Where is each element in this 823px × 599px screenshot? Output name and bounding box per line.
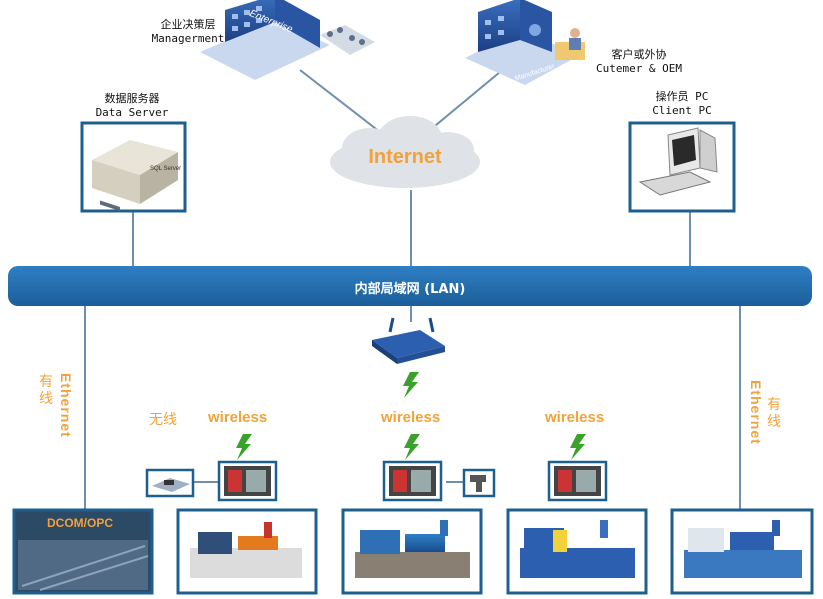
operator-pc-cn: 操作员 PC	[655, 90, 709, 103]
customer-cn: 客户或外协	[611, 48, 667, 61]
wireless-label-2: wireless	[381, 409, 441, 426]
signal-icon-2	[404, 434, 420, 460]
injection-machine-3-icon	[506, 508, 648, 595]
controller-1-icon	[217, 460, 278, 502]
connection-lines	[84, 69, 741, 512]
wireless-label-1: wireless	[208, 409, 268, 426]
controller-2-icon	[382, 460, 443, 502]
ethernet-label-right: Ethernet	[748, 380, 764, 445]
injection-machine-2-icon	[341, 508, 483, 595]
router-signal-icon	[403, 372, 419, 398]
computer-icon	[638, 127, 718, 196]
server-icon: SQL Server	[92, 140, 181, 211]
dcom-opc-label: DCOM/OPC	[47, 516, 113, 530]
customer-label: 客户或外协 Cutemer & OEM	[583, 48, 695, 76]
wireless-router-icon	[372, 317, 445, 364]
wireless-cn-label: 无线	[149, 411, 177, 427]
line-customer-internet	[429, 71, 501, 131]
controller-3-icon	[547, 460, 608, 502]
wired-label-right: 有线	[767, 396, 781, 429]
line-management-internet	[299, 69, 381, 133]
ethernet-label-left: Ethernet	[58, 373, 74, 438]
data-server-label: 数据服务器 Data Server	[82, 92, 182, 120]
sql-server-tag: SQL Server	[150, 166, 181, 172]
data-server-cn: 数据服务器	[104, 92, 160, 105]
data-server-en: Data Server	[95, 106, 169, 119]
management-cn: 企业决策层	[160, 18, 216, 31]
injection-machine-1-icon	[176, 508, 318, 595]
management-label: 企业决策层 Managerment	[143, 18, 233, 46]
operator-pc-en: Client PC	[652, 104, 712, 117]
management-en: Managerment	[151, 32, 225, 45]
manufacturer-building-icon: Manufacturer	[465, 0, 585, 85]
lan-bus: 内部局域网 (LAN)	[8, 266, 812, 306]
internet-cloud-icon	[330, 116, 480, 188]
worker-desk-icon	[555, 28, 585, 60]
management-building-icon: Enterprise	[200, 0, 375, 80]
wireless-signals	[236, 372, 586, 460]
wired-label-left: 有线	[39, 373, 53, 406]
operator-pc-label: 操作员 PC Client PC	[632, 90, 732, 118]
dcom-opc-panel	[12, 508, 154, 595]
barcode-scanner-icon	[462, 468, 496, 498]
handheld-terminal-icon	[145, 468, 195, 498]
signal-icon-3	[570, 434, 586, 460]
injection-machine-4-icon	[670, 508, 814, 595]
internet-label: Internet	[368, 146, 442, 168]
wireless-label-3: wireless	[545, 409, 605, 426]
lan-label: 内部局域网 (LAN)	[354, 282, 466, 297]
signal-icon-1	[236, 434, 252, 460]
customer-en: Cutemer & OEM	[595, 62, 683, 75]
